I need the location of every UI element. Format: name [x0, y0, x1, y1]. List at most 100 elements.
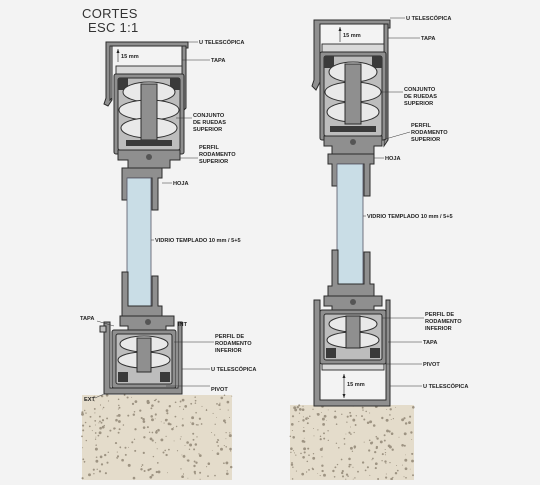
concrete-speckle	[229, 447, 232, 451]
concrete-speckle	[182, 408, 185, 410]
concrete-speckle	[350, 433, 352, 435]
concrete-speckle	[81, 477, 84, 480]
concrete-speckle	[306, 422, 309, 425]
left-label-pivot: PIVOT	[211, 387, 228, 393]
concrete-speckle	[381, 453, 384, 456]
concrete-speckle	[341, 475, 345, 478]
concrete-speckle	[295, 454, 297, 456]
concrete-speckle	[156, 462, 159, 464]
left-label-perfil-inf-1: PERFIL DE	[215, 334, 244, 340]
concrete-speckle	[127, 414, 130, 417]
concrete-speckle	[220, 396, 224, 400]
concrete-speckle	[155, 431, 158, 434]
right-label-pivot: PIVOT	[423, 362, 440, 368]
concrete-speckle	[290, 451, 292, 454]
concrete-speckle	[401, 464, 403, 466]
concrete-speckle	[140, 416, 143, 420]
concrete-speckle	[94, 412, 96, 414]
concrete-speckle	[152, 455, 155, 458]
concrete-speckle	[167, 422, 171, 426]
concrete-speckle	[403, 444, 406, 447]
concrete-speckle	[224, 421, 227, 424]
concrete-speckle	[348, 465, 351, 468]
concrete-speckle	[306, 460, 309, 463]
concrete-speckle	[199, 471, 202, 474]
concrete-speckle	[119, 447, 122, 449]
concrete-speckle	[93, 407, 96, 410]
left-label-perfil-inf-3: INFERIOR	[215, 348, 242, 354]
concrete-speckle	[412, 406, 415, 409]
concrete-speckle	[123, 394, 126, 396]
concrete-speckle	[82, 429, 85, 432]
concrete-speckle	[294, 408, 298, 412]
concrete-speckle	[174, 415, 177, 418]
concrete-speckle	[164, 449, 167, 452]
concrete-speckle	[81, 412, 84, 416]
concrete-speckle	[403, 476, 405, 478]
concrete-speckle	[100, 394, 104, 398]
concrete-speckle	[390, 432, 394, 435]
concrete-speckle	[349, 446, 353, 450]
concrete-speckle	[322, 423, 325, 426]
left-label-perfil-sup-1: PERFIL	[199, 145, 219, 151]
drawing-title: CORTES ESC 1:1	[82, 6, 138, 35]
right-label-tapa-bottom: TAPA	[423, 340, 437, 346]
concrete-speckle	[303, 440, 306, 443]
concrete-speckle	[193, 448, 196, 451]
concrete-speckle	[214, 423, 216, 425]
concrete-speckle	[155, 430, 158, 432]
concrete-speckle	[182, 454, 186, 458]
concrete-speckle	[192, 438, 195, 441]
concrete-speckle	[212, 412, 214, 414]
concrete-speckle	[366, 466, 369, 469]
concrete-speckle	[194, 399, 197, 402]
concrete-speckle	[141, 464, 144, 466]
concrete-speckle	[231, 395, 233, 397]
concrete-speckle	[124, 453, 127, 456]
concrete-speckle	[118, 428, 121, 431]
concrete-speckle	[307, 417, 310, 420]
concrete-speckle	[140, 468, 143, 471]
concrete-speckle	[338, 446, 340, 449]
concrete-speckle	[351, 450, 354, 452]
concrete-speckle	[105, 393, 109, 397]
concrete-speckle	[197, 424, 199, 426]
concrete-speckle	[298, 421, 300, 423]
concrete-speckle	[179, 400, 182, 403]
concrete-speckle	[386, 429, 389, 433]
right-bottom-dimension: 15 mm	[342, 374, 365, 398]
concrete-speckle	[142, 417, 145, 421]
concrete-speckle	[327, 439, 329, 442]
concrete-speckle	[349, 463, 352, 466]
concrete-speckle	[230, 450, 232, 452]
right-label-perfil-inf-1: PERFIL DE	[425, 312, 454, 318]
concrete-speckle	[317, 429, 319, 431]
concrete-speckle	[82, 424, 85, 427]
right-upper-track-profile	[323, 135, 383, 155]
concrete-speckle	[312, 453, 315, 455]
concrete-speckle	[104, 453, 107, 457]
concrete-speckle	[335, 442, 338, 444]
concrete-speckle	[316, 412, 320, 416]
concrete-speckle	[107, 400, 110, 402]
concrete-speckle	[305, 471, 308, 473]
concrete-speckle	[168, 405, 171, 408]
concrete-speckle	[308, 454, 310, 456]
concrete-speckle	[131, 402, 135, 406]
concrete-speckle	[195, 424, 198, 426]
concrete-speckle	[403, 432, 407, 436]
concrete-speckle	[225, 432, 227, 434]
concrete-speckle	[166, 419, 168, 421]
concrete-speckle	[404, 467, 408, 471]
concrete-speckle	[303, 447, 307, 451]
left-upper-wheel-assembly	[113, 73, 185, 155]
concrete-speckle	[381, 416, 384, 420]
concrete-speckle	[389, 461, 391, 464]
concrete-speckle	[88, 425, 91, 428]
concrete-speckle	[164, 418, 168, 422]
concrete-speckle	[104, 472, 107, 475]
concrete-speckle	[95, 444, 97, 446]
concrete-speckle	[151, 418, 154, 422]
concrete-speckle	[292, 436, 295, 439]
